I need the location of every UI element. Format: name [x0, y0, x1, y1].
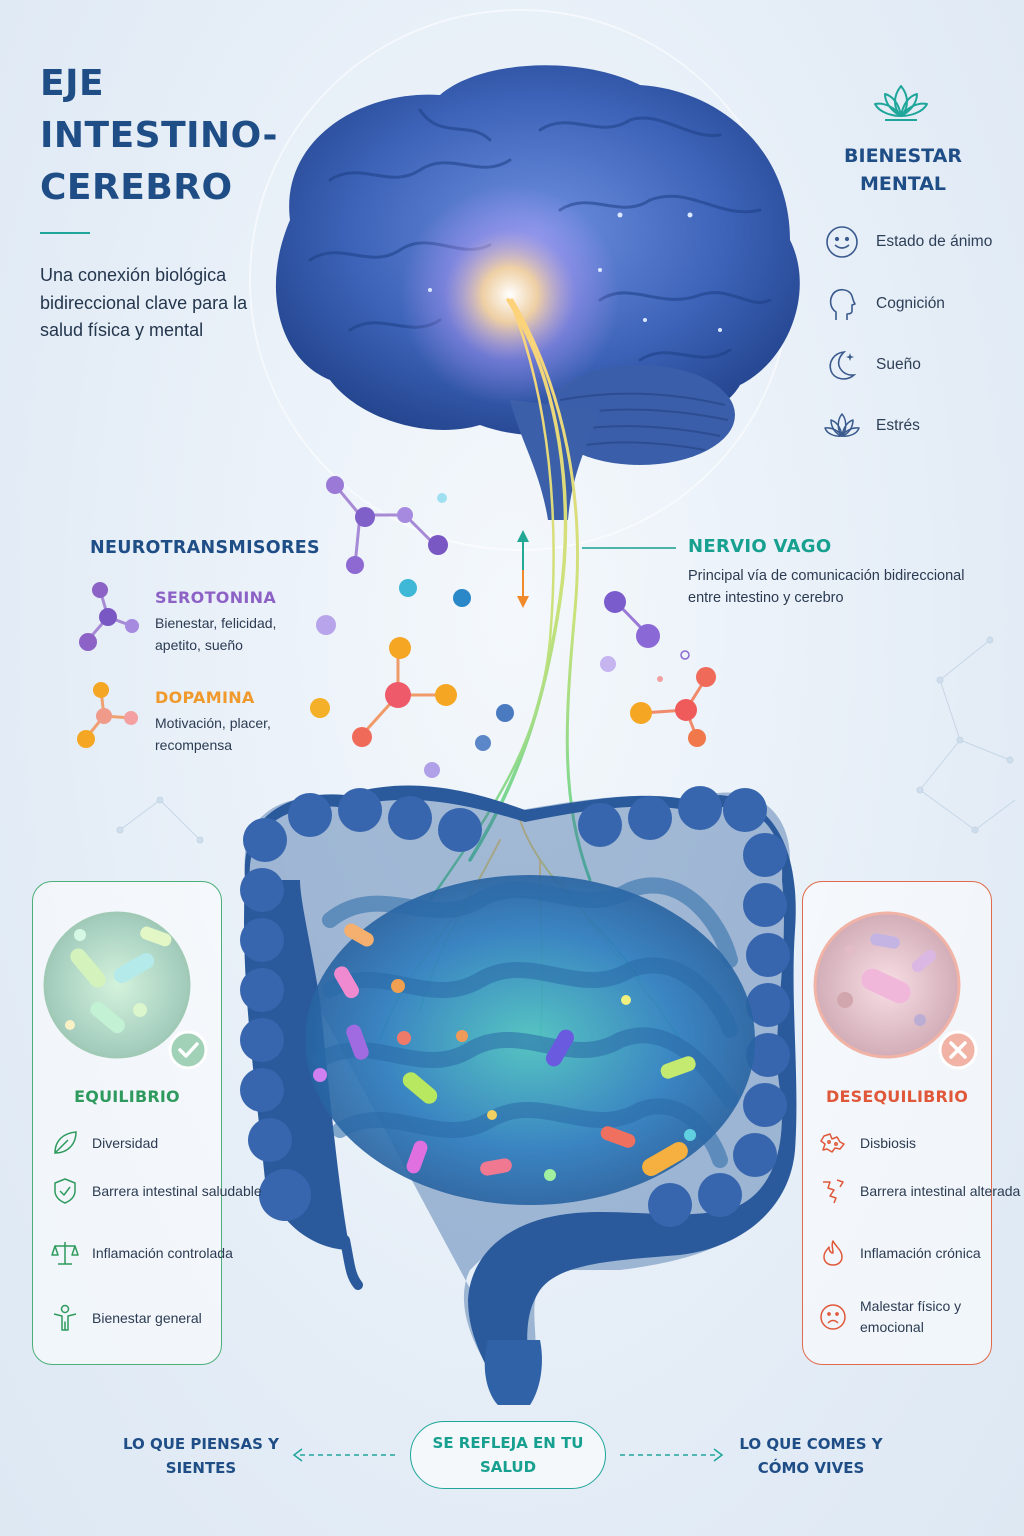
desequilibrio-item-barrera: Barrera intestinal alterada	[818, 1176, 1020, 1206]
bidirectional-arrow-icon	[517, 530, 529, 608]
lotus-icon	[824, 413, 860, 437]
desequilibrio-label: Inflamación crónica	[860, 1244, 981, 1261]
equilibrio-item-bienestar: Bienestar general	[50, 1303, 202, 1333]
person-icon	[53, 1304, 77, 1331]
brain	[275, 65, 800, 520]
equilibrio-label: Inflamación controlada	[92, 1244, 233, 1261]
dopamina-name: DOPAMINA	[155, 688, 255, 707]
nervio-vago-description: Principal vía de comunicación bidireccio…	[688, 568, 965, 606]
equilibrio-panel	[32, 881, 222, 1365]
neurotransmisores-title: NEUROTRANSMISORES	[90, 538, 320, 558]
network-decoration	[116, 636, 1016, 844]
desequilibrio-item-malestar: Malestar físico y emocional	[818, 1296, 1024, 1338]
flame-icon	[823, 1240, 843, 1266]
moon-icon	[829, 350, 857, 380]
brain-glow	[400, 185, 620, 405]
desequilibrio-item-disbiosis: Disbiosis	[818, 1128, 916, 1158]
bienestar-item-estres: Estrés	[822, 406, 920, 446]
gut-bacteria	[313, 923, 696, 1181]
title-line-1: EJE	[40, 63, 105, 104]
equilibrio-item-diversidad: Diversidad	[50, 1128, 158, 1158]
equilibrio-label: Diversidad	[92, 1134, 159, 1151]
bienestar-item-cognicion: Cognición	[822, 284, 945, 324]
leaf-icon	[54, 1131, 77, 1154]
title-line-2: INTESTINO-	[40, 115, 278, 156]
desequilibrio-label: Malestar físico y emocional	[860, 1298, 962, 1335]
bottom-center-text: SE REFLEJA EN TU SALUD	[432, 1434, 584, 1476]
cerebellum	[545, 365, 735, 465]
broken-shape-icon	[820, 1133, 845, 1153]
desequilibrio-title: DESEQUILIBRIO	[825, 1087, 969, 1106]
smile-icon	[826, 226, 858, 258]
floating-molecules	[310, 476, 716, 778]
serotonina-name: SEROTONINA	[155, 588, 277, 607]
desequilibrio-label: Barrera intestinal alterada	[860, 1182, 1021, 1199]
bottom-right-text: LO QUE COMES Y CÓMO VIVES	[739, 1435, 883, 1477]
bienestar-label: Sueño	[876, 356, 921, 373]
dopamina-molecule-icon	[77, 682, 138, 748]
title-line-3: CEREBRO	[40, 167, 233, 208]
equilibrio-label: Barrera intestinal saludable	[92, 1182, 262, 1199]
crack-icon	[823, 1179, 844, 1204]
bottom-left-text: LO QUE PIENSAS Y SIENTES	[122, 1435, 280, 1477]
title-divider	[40, 232, 90, 234]
page-title: EJE INTESTINO- CEREBRO	[40, 58, 340, 214]
desequilibrio-item-inflamacion: Inflamación crónica	[818, 1238, 981, 1268]
brainstem	[510, 400, 600, 520]
sad-face-icon	[820, 1304, 846, 1330]
bienestar-item-sueno: Sueño	[822, 345, 921, 385]
serotonina-description: Bienestar, felicidad, apetito, sueño	[155, 615, 277, 653]
head-profile-icon	[829, 288, 856, 320]
equilibrio-label: Bienestar general	[92, 1309, 202, 1326]
intestines	[240, 785, 797, 1405]
desequilibrio-panel	[802, 881, 992, 1365]
bienestar-label: Estrés	[876, 417, 920, 434]
bottom-arrows	[292, 1448, 724, 1462]
bienestar-mental-title: BIENESTAR MENTAL	[844, 145, 962, 195]
equilibrio-item-barrera: Barrera intestinal saludable	[50, 1176, 262, 1206]
serotonina-molecule-icon	[79, 582, 139, 651]
subtitle: Una conexión biológica bidireccional cla…	[40, 265, 248, 340]
bienestar-label: Cognición	[876, 295, 945, 312]
lotus-icon	[874, 85, 928, 121]
scale-icon	[51, 1242, 79, 1265]
bottom-center-pill: SE REFLEJA EN TU SALUD	[410, 1421, 606, 1489]
dopamina-description: Motivación, placer, recompensa	[155, 715, 271, 753]
equilibrio-title: EQUILIBRIO	[74, 1087, 180, 1106]
bienestar-item-animo: Estado de ánimo	[822, 222, 992, 262]
equilibrio-item-inflamacion: Inflamación controlada	[50, 1238, 233, 1268]
bienestar-label: Estado de ánimo	[876, 233, 993, 250]
desequilibrio-label: Disbiosis	[860, 1134, 917, 1151]
nervio-vago-title: NERVIO VAGO	[688, 536, 832, 557]
shield-icon	[54, 1178, 76, 1204]
